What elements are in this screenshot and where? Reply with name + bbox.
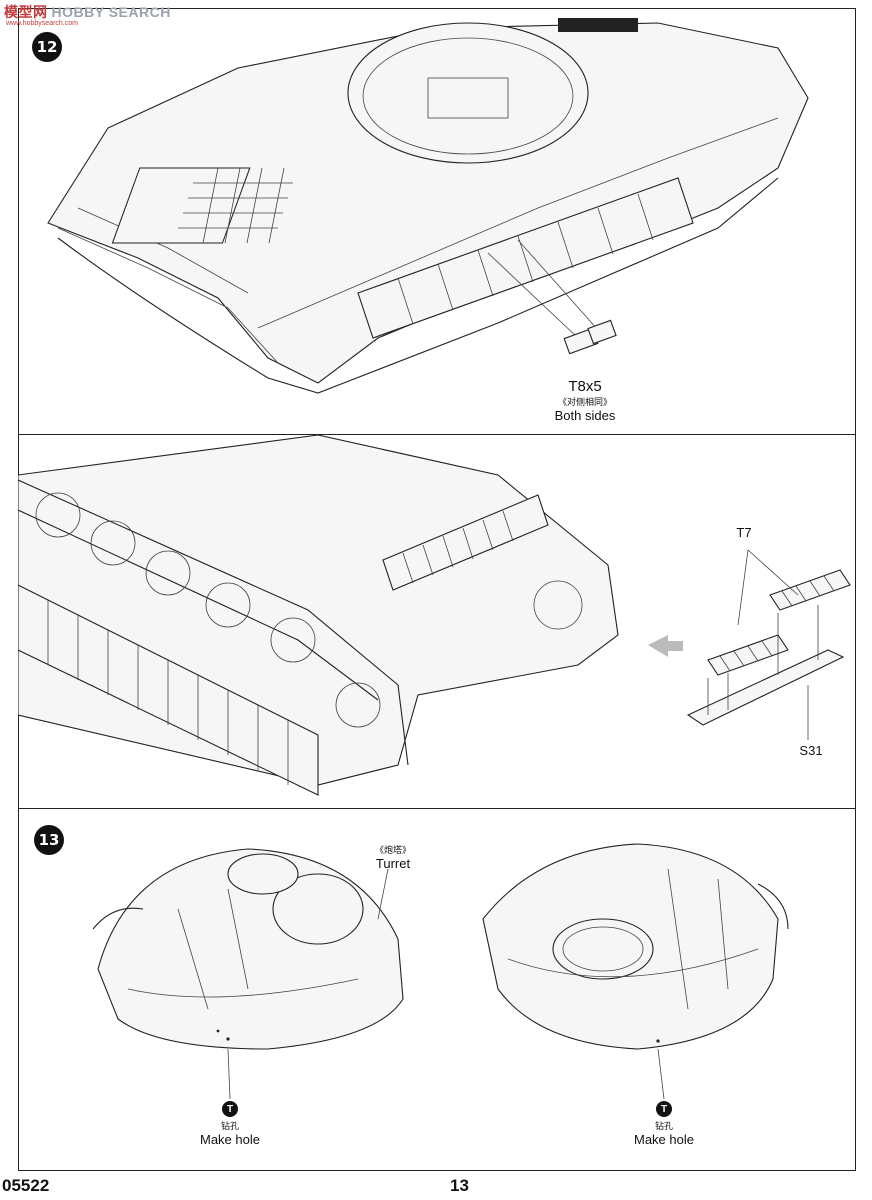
lower-era-blocks [18,584,319,796]
watermark-cn: 模型网 [4,4,48,20]
step-number-12: 12 [32,32,62,62]
t7-part-top [769,569,851,611]
road-wheels [35,492,583,728]
page-number: 13 [450,1176,469,1195]
part-label-t8x5: T8x5 《对侧相同》 Both sides [530,378,640,424]
watermark-text: HOBBY SEARCH [51,4,171,20]
era-blocks-front [111,167,293,244]
s31-plate [686,649,845,726]
t7-part-bottom [707,634,789,676]
hull-rear-illustration [18,435,851,796]
make-hole-cn-right: 钻孔 [654,1121,673,1131]
turret-label-cn: 《炮塔》 [374,845,411,855]
part-code: T8x5 [568,378,602,395]
part-label-t7: T7 [736,525,752,540]
both-sides-cn: 《对侧相同》 [557,396,612,407]
drill-tool-icon-left: T [222,1101,238,1117]
hull-top-illustration [47,18,809,394]
step13-panel: 13 《炮塔》 Turret T 钻孔 Make hole T 钻孔 Make … [18,809,856,1171]
part-label-s31: S31 [799,743,823,758]
drill-tool-icon-right: T [656,1101,672,1117]
turret-right [482,843,789,1050]
turret-label-en: Turret [375,856,411,872]
make-hole-en-left: Make hole [200,1132,260,1148]
both-sides-label: Both sides [554,408,616,423]
step12-panel: 12 T8x5 《对侧相同》 Both sides [18,8,856,435]
make-hole-en-right: Make hole [634,1132,694,1148]
make-hole-label-left: 钻孔 Make hole [188,1121,272,1149]
era-blocks-side [357,177,694,339]
make-hole-cn-left: 钻孔 [220,1121,239,1131]
step12b-panel: T7 S31 [18,435,856,809]
step-number-13: 13 [34,825,64,855]
make-hole-label-right: 钻孔 Make hole [622,1121,706,1149]
product-code: 05522 [2,1176,50,1195]
turret-left [92,848,404,1050]
turret-illustration [92,843,789,1100]
turret-label: 《炮塔》 Turret [358,845,428,873]
watermark-url: www.hobbysearch.com [6,20,78,27]
